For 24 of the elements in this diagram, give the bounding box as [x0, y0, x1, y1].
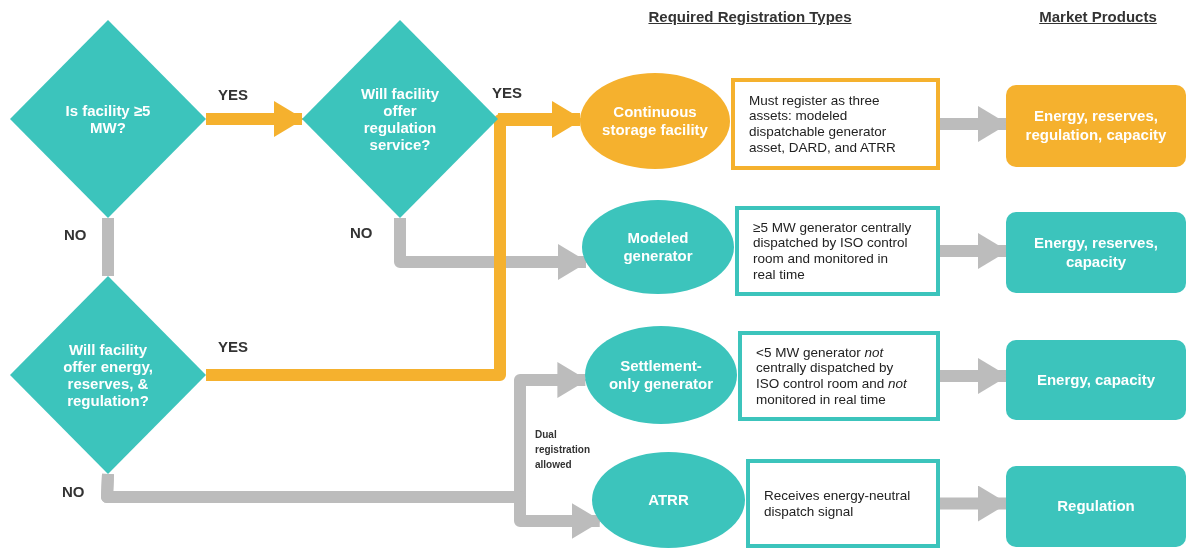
market-product-box: Regulation	[1006, 466, 1186, 547]
arrow	[940, 233, 1008, 269]
description-box: Receives energy-neutral dispatch signal	[746, 459, 940, 548]
arrow	[940, 358, 1008, 394]
arrow	[206, 102, 582, 381]
decision-diamond: Will facility offer energy, reserves, & regulation?	[10, 276, 206, 474]
arrow	[206, 101, 304, 137]
arrow	[940, 106, 1008, 142]
market-product-box: Energy, reserves, regulation, capacity	[1006, 85, 1186, 167]
arrow	[940, 485, 1008, 522]
note-text: Dual registration allowed	[535, 428, 591, 472]
description-box: <5 MW generator not centrally dispatched by ISO control room and not monitored in real time	[738, 331, 940, 421]
registration-ellipse: Modeled generator	[582, 200, 734, 294]
registration-ellipse: ATRR	[592, 452, 745, 548]
description-box: ≥5 MW generator centrally dispatched by ISO control room and monitored in real time	[735, 206, 940, 296]
column-heading: Required Registration Types	[648, 8, 852, 26]
decision-diamond: Is facility ≥5 MW?	[10, 20, 206, 218]
registration-ellipse: Settlement-only generator	[585, 326, 737, 424]
column-heading: Market Products	[1039, 8, 1157, 26]
market-product-box: Energy, capacity	[1006, 340, 1186, 420]
registration-ellipse: Continuous storage facility	[580, 73, 730, 169]
market-product-box: Energy, reserves, capacity	[1006, 212, 1186, 293]
arrow	[101, 473, 602, 539]
description-box: Must register as three assets: modeled dispatchable generator asset, DARD, and ATRR	[731, 78, 940, 170]
